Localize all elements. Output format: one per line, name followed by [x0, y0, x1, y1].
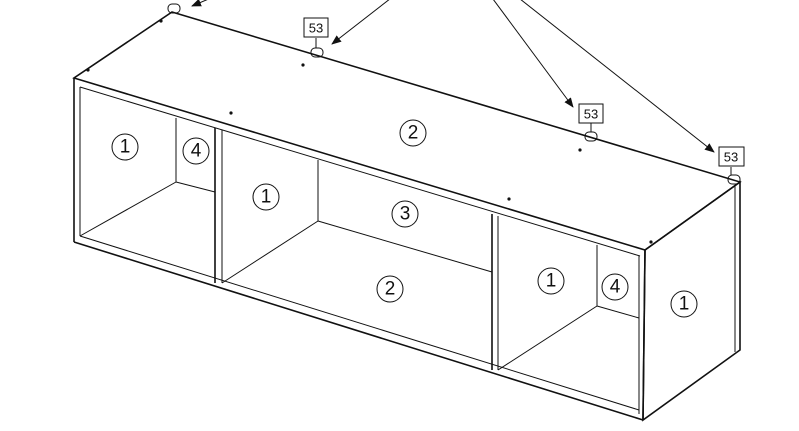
- hardware-tag: 53: [718, 146, 745, 175]
- tag-label: 53: [724, 150, 738, 165]
- arrow: [493, 0, 574, 108]
- part-label: 1: [252, 183, 280, 211]
- svg-text:4: 4: [610, 277, 621, 298]
- part-label: 1: [537, 267, 565, 295]
- part-label: 4: [182, 137, 210, 165]
- svg-text:2: 2: [408, 123, 419, 144]
- tag-label: 53: [584, 107, 598, 122]
- arrow: [520, 0, 715, 153]
- right-side-panel: [642, 180, 741, 422]
- hardware-tag: 53: [303, 17, 329, 48]
- arrows: [191, 0, 715, 153]
- svg-text:2: 2: [385, 279, 396, 300]
- part-label: 2: [376, 275, 404, 303]
- part-label: 1: [111, 133, 139, 161]
- part-label: 3: [391, 200, 419, 228]
- part-label: 4: [601, 273, 629, 301]
- hanging-brackets: [167, 3, 741, 185]
- svg-text:4: 4: [191, 141, 202, 162]
- arrow: [191, 0, 208, 7]
- svg-text:1: 1: [120, 137, 131, 158]
- svg-text:1: 1: [679, 294, 690, 315]
- part-label: 1: [670, 290, 698, 318]
- cabinet: [72, 3, 742, 422]
- svg-text:3: 3: [400, 204, 411, 225]
- svg-text:1: 1: [261, 187, 272, 208]
- svg-text:1: 1: [546, 271, 557, 292]
- arrow: [331, 0, 390, 45]
- hardware-tag: 53: [578, 103, 604, 132]
- part-label: 2: [399, 119, 427, 147]
- tag-label: 53: [309, 21, 323, 36]
